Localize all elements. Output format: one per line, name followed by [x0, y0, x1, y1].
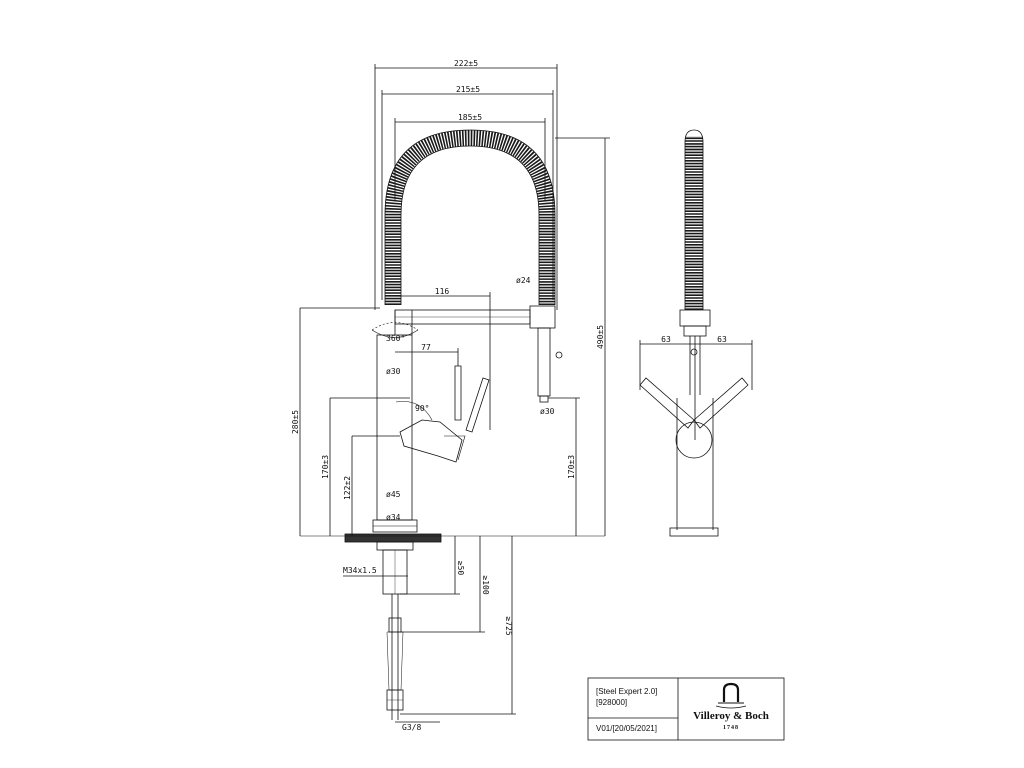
- dim-ge50: ≥50: [456, 561, 465, 576]
- sink-surface: [344, 533, 442, 543]
- spray-head: [529, 305, 556, 329]
- spring-hose: [385, 129, 555, 305]
- dim-116: 116: [435, 287, 450, 296]
- product-number: [928000]: [596, 698, 627, 707]
- dim-d24: ø24: [516, 276, 531, 285]
- dim-280: 280±5: [291, 410, 300, 434]
- dim-63-left: 63: [661, 335, 671, 344]
- brand-logo: Villeroy & Boch 1748: [693, 682, 769, 731]
- title-block: [Steel Expert 2.0] [928000] V01/[20/05/2…: [587, 677, 785, 741]
- dim-215: 215±5: [456, 85, 480, 94]
- dim-ge725: ≥725: [504, 616, 513, 635]
- dim-90: 90°: [415, 404, 429, 413]
- side-view: [639, 129, 753, 537]
- brand-year: 1748: [723, 725, 739, 731]
- lever-handle: [399, 419, 463, 463]
- dim-170-left: 170±3: [321, 455, 330, 479]
- dim-185: 185±5: [458, 113, 482, 122]
- dim-ge100: ≥100: [481, 575, 490, 594]
- dim-122: 122±2: [343, 476, 352, 500]
- dim-m34: M34x1.5: [343, 566, 377, 575]
- dim-d45: ø45: [386, 490, 401, 499]
- dim-63-right: 63: [717, 335, 727, 344]
- dim-d30-head: ø30: [540, 407, 555, 416]
- dim-77: 77: [421, 343, 431, 352]
- dim-222: 222±5: [454, 59, 478, 68]
- dim-d34: ø34: [386, 513, 401, 522]
- front-view: [299, 64, 610, 723]
- front-view-labels: 222±5 215±5 185±5 ø24 116 360° 77 ø30 90…: [291, 59, 605, 732]
- product-name: [Steel Expert 2.0]: [596, 687, 657, 696]
- version-date: V01/[20/05/2021]: [596, 724, 657, 733]
- dim-490: 490±5: [596, 325, 605, 349]
- top-dimensions: [374, 64, 558, 310]
- dim-d30-body: ø30: [386, 367, 401, 376]
- dim-360: 360°: [386, 334, 405, 343]
- brand-name: Villeroy & Boch: [693, 710, 769, 722]
- dim-g38: G3/8: [402, 723, 421, 732]
- dim-170-right: 170±3: [567, 455, 576, 479]
- side-view-labels: 63 63: [661, 335, 727, 344]
